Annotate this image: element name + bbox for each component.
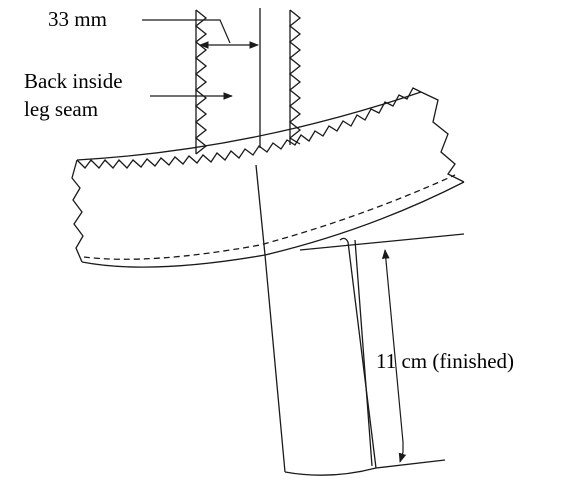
lower-leg-tube bbox=[264, 233, 465, 476]
hem-band bbox=[71, 87, 465, 268]
hem-right-cut-edge bbox=[420, 91, 465, 183]
seam-name-label-line1: Back inside bbox=[24, 69, 123, 93]
hem-left-cut-edge bbox=[71, 159, 84, 263]
hem-top-overlock-edge bbox=[76, 87, 422, 169]
left-overlock-edge bbox=[194, 9, 208, 155]
seam-name-label-line2: leg seam bbox=[24, 97, 98, 121]
hem-fold-line bbox=[81, 181, 465, 268]
back-inside-leg-seam-piece bbox=[194, 8, 302, 155]
dimension-arrows bbox=[142, 19, 407, 463]
seam-width-leader bbox=[142, 19, 231, 44]
seam-width-label: 33 mm bbox=[48, 7, 107, 31]
right-overlock-edge bbox=[288, 9, 302, 145]
hem-stitch-line bbox=[83, 174, 456, 260]
finished-length-label: 11 cm (finished) bbox=[376, 349, 514, 373]
finished-length-arrow bbox=[381, 249, 407, 463]
